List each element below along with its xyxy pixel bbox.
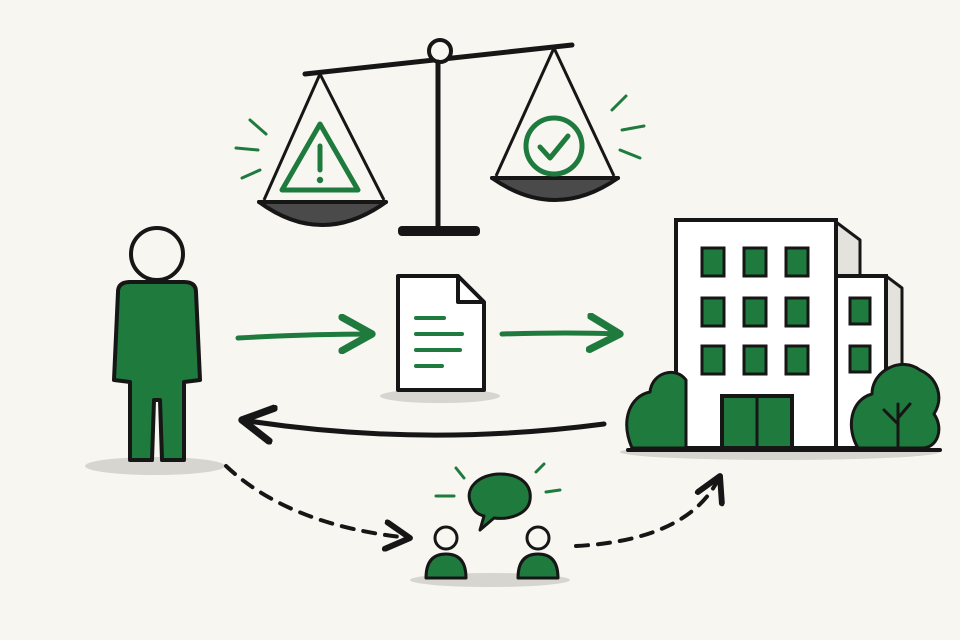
emphasis-marks-left bbox=[234, 118, 268, 180]
arrow-organization-to-person bbox=[242, 420, 607, 435]
building-icon bbox=[620, 218, 942, 460]
warning-triangle-icon bbox=[279, 121, 361, 193]
arrow-person-to-document bbox=[235, 334, 372, 338]
arrow-person-to-discussion bbox=[224, 464, 410, 538]
small-person-icon bbox=[424, 525, 468, 580]
scale-pan-right bbox=[490, 47, 646, 202]
building-windows bbox=[700, 246, 872, 376]
scale-pan-left bbox=[234, 73, 388, 227]
building-door bbox=[720, 394, 794, 450]
check-circle-icon bbox=[523, 115, 585, 177]
emphasis-marks-right bbox=[610, 94, 646, 160]
person-icon bbox=[85, 226, 225, 475]
chat-bubble-icon bbox=[434, 462, 562, 532]
tree-icon bbox=[849, 363, 941, 450]
document-icon bbox=[380, 274, 500, 403]
two-people-chat-icon bbox=[410, 462, 570, 587]
tree-icon bbox=[625, 370, 688, 450]
arrow-discussion-to-organization bbox=[574, 476, 720, 548]
arrow-document-to-organization bbox=[499, 333, 620, 334]
balance-scale-icon bbox=[234, 38, 646, 236]
small-person-icon bbox=[516, 525, 560, 580]
